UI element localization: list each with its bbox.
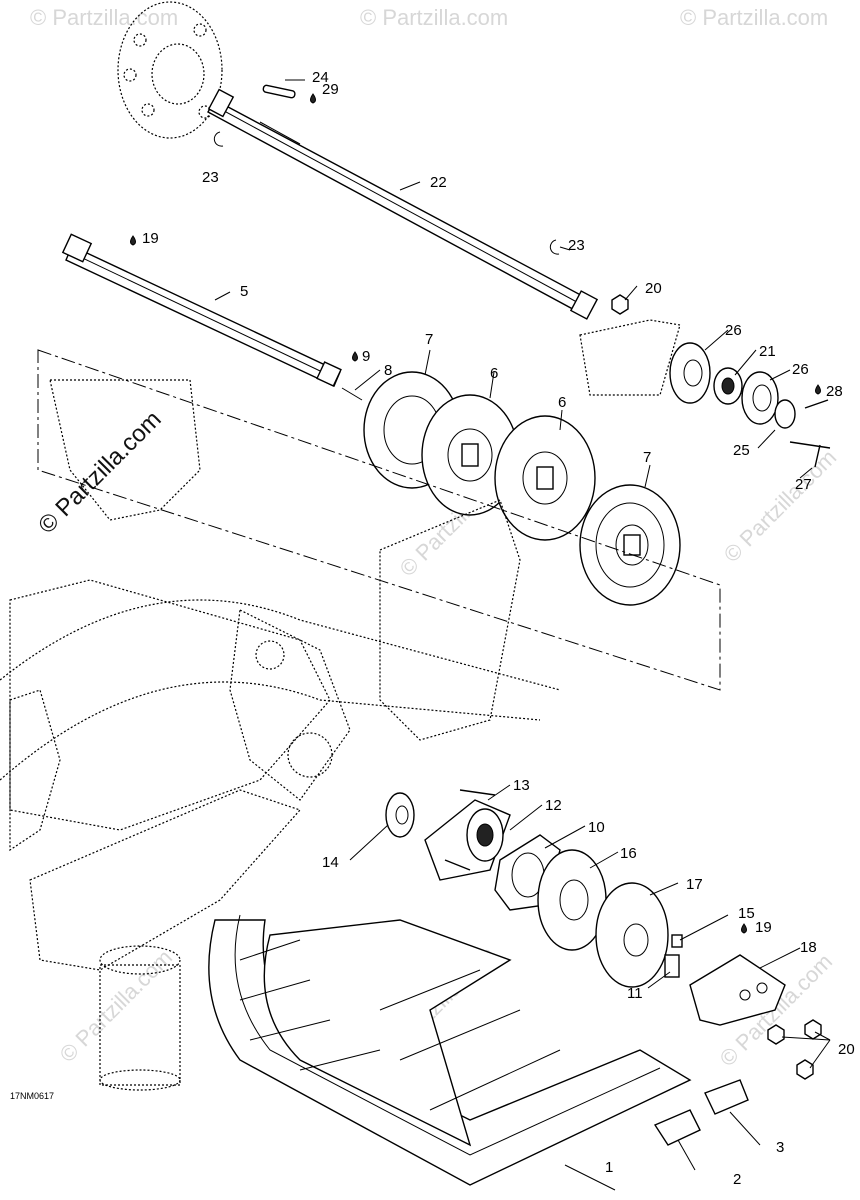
callout-27: 27 — [795, 476, 812, 493]
callout-12: 12 — [545, 797, 562, 814]
drop-icon — [741, 923, 747, 934]
callout-24: 24 — [312, 69, 329, 86]
callout-10: 10 — [588, 819, 605, 836]
clip-part — [653, 1109, 701, 1146]
callout-3: 3 — [776, 1139, 784, 1156]
callout-26: 26 — [725, 322, 742, 339]
clip-part — [704, 1079, 749, 1115]
callout-19: 19 — [142, 230, 159, 247]
callout-7: 7 — [425, 331, 433, 348]
watermark-tile: © Partzilla.com — [360, 5, 508, 30]
driveshaft — [207, 88, 599, 320]
callout-29: 29 — [322, 81, 339, 98]
watermark-tiles: © Partzilla.com © Partzilla.com © Partzi… — [30, 5, 841, 1071]
callout-6: 6 — [490, 365, 498, 382]
callout-6: 6 — [558, 394, 566, 411]
bearing-group — [579, 294, 831, 468]
callout-8: 8 — [384, 362, 392, 379]
watermark-tile: © Partzilla.com — [680, 5, 828, 30]
callout-5: 5 — [240, 283, 248, 300]
circlip-part — [549, 239, 560, 255]
callout-11: 11 — [627, 985, 643, 1002]
callouts: 24 29 23 22 23 19 5 20 7 26 9 21 8 6 26 … — [142, 69, 855, 1188]
callout-13: 13 — [513, 777, 530, 794]
watermark-tile: © Partzilla.com — [55, 945, 178, 1068]
watermark-tile: © Partzilla.com — [719, 445, 842, 568]
callout-19: 19 — [755, 919, 772, 936]
callout-1: 1 — [605, 1159, 613, 1176]
chassis-frame — [0, 349, 721, 1091]
leader-lines — [214, 79, 831, 1191]
drop-icon — [815, 384, 821, 395]
sprocket-assembly — [363, 371, 681, 606]
callout-18: 18 — [800, 939, 817, 956]
callout-25: 25 — [733, 442, 750, 459]
callout-15: 15 — [738, 905, 755, 922]
drawing-code: 17NM0617 — [10, 1091, 54, 1101]
callout-7: 7 — [643, 449, 651, 466]
lower-bearing-group — [385, 789, 822, 1080]
callout-22: 22 — [430, 174, 447, 191]
callout-20: 20 — [838, 1041, 855, 1058]
callout-14: 14 — [322, 854, 339, 871]
callout-20: 20 — [645, 280, 662, 297]
circlip-part — [213, 131, 224, 147]
callout-21: 21 — [759, 343, 776, 360]
drop-icon — [130, 235, 136, 246]
brake-disc — [117, 1, 223, 139]
drop-icons — [130, 93, 821, 934]
callout-2: 2 — [733, 1171, 741, 1188]
watermark-tile: © Partzilla.com — [30, 5, 178, 30]
callout-17: 17 — [686, 876, 703, 893]
callout-23: 23 — [568, 237, 585, 254]
watermark-main: © Partzilla.com — [33, 406, 166, 539]
callout-26: 26 — [792, 361, 809, 378]
callout-23: 23 — [202, 169, 219, 186]
pin-part — [341, 387, 363, 401]
shaft — [61, 233, 342, 387]
callout-16: 16 — [620, 845, 637, 862]
callout-28: 28 — [826, 383, 843, 400]
drop-icon — [310, 93, 316, 104]
callout-9: 9 — [362, 348, 370, 365]
key-part — [262, 84, 296, 99]
drop-icon — [352, 351, 358, 362]
track — [208, 914, 692, 1186]
